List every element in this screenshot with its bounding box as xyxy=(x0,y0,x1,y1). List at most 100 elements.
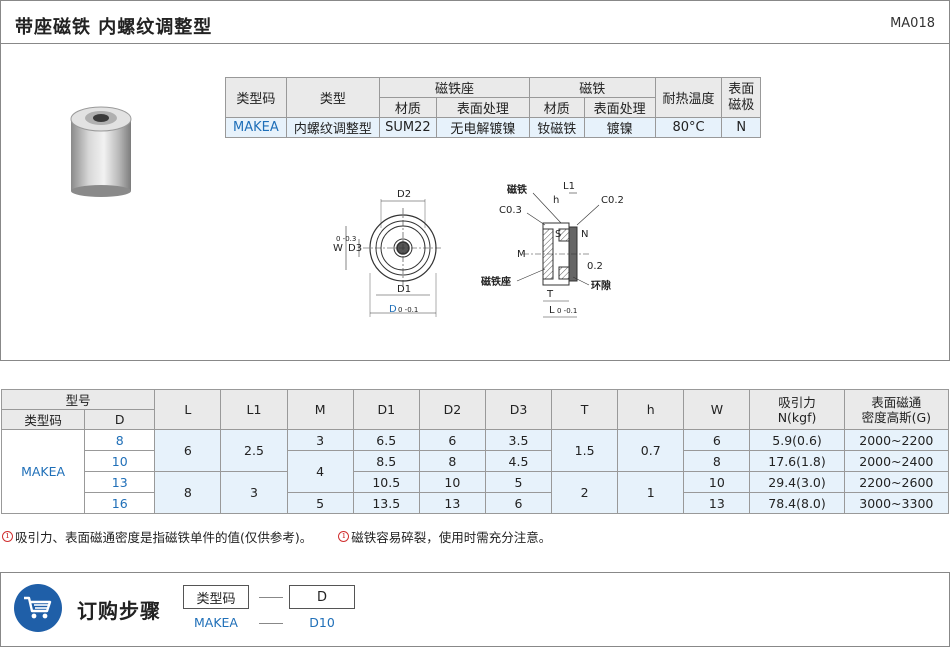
cart-icon xyxy=(14,584,62,632)
cell-flux: 2000~2400 xyxy=(843,450,950,472)
label-m: M xyxy=(517,249,526,260)
cell-d2: 10 xyxy=(418,471,486,493)
cell-magnet-material: 钕磁铁 xyxy=(528,117,585,138)
th-magnet: 磁铁 xyxy=(528,77,656,98)
product-image xyxy=(70,106,132,197)
technical-drawing: D2 D1 D 0 -0.1 W 0 -0.3 D3 磁铁 L1 h C0.3 … xyxy=(333,181,624,318)
th-model: 型号 xyxy=(0,389,156,410)
th-type: 类型 xyxy=(285,77,381,118)
table-row: 13 8 3 10.5 10 5 2 1 10 29.4(3.0) 2200~2… xyxy=(2,471,950,514)
label-gap: 环隙 xyxy=(591,279,611,292)
title-divider xyxy=(1,43,949,44)
th-flux: 表面磁通密度高斯(G) xyxy=(843,389,950,430)
cell-l: 6 xyxy=(154,429,222,472)
label-d3: D3 xyxy=(348,243,362,254)
order-box-typecode: 类型码 xyxy=(183,585,249,609)
cell-heat: 80°C xyxy=(654,117,723,138)
cell-m: 3 xyxy=(286,429,354,451)
order-separator xyxy=(259,623,283,624)
cell-d2: 6 xyxy=(418,429,486,451)
cell-d1: 10.5 xyxy=(352,471,420,493)
info-icon: i xyxy=(2,531,13,542)
cell-d3: 3.5 xyxy=(484,429,553,451)
order-value-typecode: MAKEA xyxy=(194,615,238,630)
label-w: W xyxy=(333,243,343,254)
order-title: 订购步骤 xyxy=(77,599,161,623)
cell-d: 10 xyxy=(84,450,156,472)
cell-d3: 6 xyxy=(484,492,553,514)
th-w: W xyxy=(683,389,751,430)
cell-h: 1 xyxy=(617,471,685,514)
th-magnet-surface: 表面处理 xyxy=(583,97,656,118)
notes: i 吸引力、表面磁通密度是指磁铁单件的值(仅供参考)。 i 磁铁容易碎裂，使用时… xyxy=(2,527,551,546)
label-gap-val: 0.2 xyxy=(587,261,603,272)
spec-table: 类型码 类型 磁铁座 磁铁 耐热温度 表面磁极 材质 表面处理 材质 表面处理 … xyxy=(225,77,761,138)
cell-magnet-surface: 镀镍 xyxy=(583,117,656,138)
note-text: 吸引力、表面磁通密度是指磁铁单件的值(仅供参考)。 xyxy=(15,530,313,545)
th-seat-material: 材质 xyxy=(379,97,437,118)
cell-m: 4 xyxy=(286,450,354,493)
cell-flux: 2200~2600 xyxy=(843,471,950,493)
front-view xyxy=(345,199,443,317)
cell-t: 1.5 xyxy=(551,429,619,472)
th-pole: 表面磁极 xyxy=(721,77,761,118)
label-t: T xyxy=(546,289,554,300)
label-d1: D1 xyxy=(397,284,411,295)
cell-flux: 3000~3300 xyxy=(843,492,950,514)
th-seat: 磁铁座 xyxy=(379,77,530,98)
label-d2: D2 xyxy=(397,189,411,200)
order-box-d: D xyxy=(289,585,355,609)
cell-pole: N xyxy=(721,117,761,138)
product-panel: 带座磁铁 内螺纹调整型 MA018 类型码 类型 磁铁座 磁铁 耐热温度 表面磁… xyxy=(0,0,950,361)
th-d1: D1 xyxy=(352,389,420,430)
table-row: MAKEA 8 6 2.5 3 6.5 6 3.5 1.5 0.7 6 5.9(… xyxy=(0,429,950,514)
th-magnet-material: 材质 xyxy=(528,97,585,118)
section-view xyxy=(523,222,589,286)
th-d: D xyxy=(84,409,156,430)
cell-w: 6 xyxy=(683,429,751,451)
th-heat: 耐热温度 xyxy=(654,77,723,118)
label-seat: 磁铁座 xyxy=(481,275,511,288)
cell-d2: 13 xyxy=(418,492,486,514)
th-l: L xyxy=(154,389,222,430)
label-d-tol: 0 -0.1 xyxy=(398,306,418,314)
info-icon: i xyxy=(338,531,350,542)
th-l1: L1 xyxy=(220,389,288,430)
note-text: 磁铁容易碎裂，使用时需充分注意。 xyxy=(351,530,552,545)
order-separator xyxy=(259,597,283,598)
cell-m: 5 xyxy=(286,492,354,514)
cell-seat-surface: 无电解镀镍 xyxy=(435,117,530,138)
note-force: i 吸引力、表面磁通密度是指磁铁单件的值(仅供参考)。 xyxy=(2,527,312,546)
order-value-d: D10 xyxy=(309,615,335,630)
cell-d3: 4.5 xyxy=(484,450,553,472)
table-row: 16 5 13.5 13 6 13 78.4(8.0) 3000~3300 xyxy=(2,492,950,514)
label-l: L xyxy=(549,305,555,316)
th-seat-surface: 表面处理 xyxy=(435,97,530,118)
label-l1: L1 xyxy=(563,181,575,192)
cell-d: 16 xyxy=(84,492,156,514)
cell-d3: 5 xyxy=(484,471,553,493)
cell-force: 29.4(3.0) xyxy=(749,471,845,493)
label-magnet: 磁铁 xyxy=(507,183,527,196)
label-w-tol: 0 -0.3 xyxy=(336,235,356,243)
page-title: 带座磁铁 内螺纹调整型 xyxy=(15,17,213,38)
cell-force: 5.9(0.6) xyxy=(749,429,845,451)
label-n: N xyxy=(581,229,588,240)
cell-d: 8 xyxy=(84,429,156,451)
cell-force: 17.6(1.8) xyxy=(749,450,845,472)
table-row: 10 4 8.5 8 4.5 8 17.6(1.8) 2000~2400 xyxy=(2,450,950,493)
th-d3: D3 xyxy=(484,389,553,430)
cell-seat-material: SUM22 xyxy=(379,117,437,138)
cell-w: 13 xyxy=(683,492,751,514)
cell-d2: 8 xyxy=(418,450,486,472)
label-h: h xyxy=(553,195,559,206)
cell-w: 10 xyxy=(683,471,751,493)
cell-d1: 8.5 xyxy=(352,450,420,472)
product-code: MA018 xyxy=(890,16,935,31)
th-h: h xyxy=(617,389,685,430)
label-l-tol: 0 -0.1 xyxy=(557,307,577,315)
cell-d1: 13.5 xyxy=(352,492,420,514)
th-typecode: 类型码 xyxy=(225,77,287,118)
